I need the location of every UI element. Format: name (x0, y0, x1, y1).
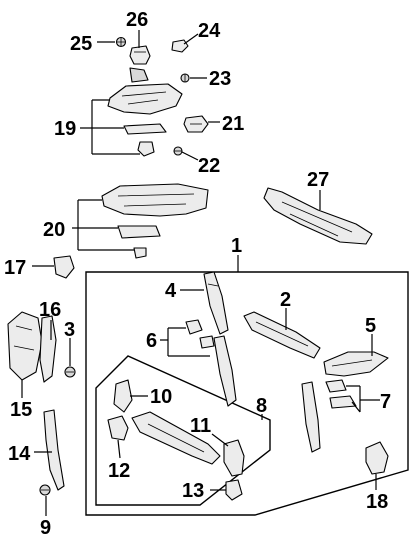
part-17-bracket (53, 255, 75, 279)
part-26-clip (129, 45, 151, 65)
callout-16: 16 (39, 299, 61, 321)
assembly-8-frame (95, 355, 271, 506)
callout-12: 12 (108, 460, 130, 482)
part-22-screw (173, 146, 183, 156)
callout-14: 14 (8, 443, 31, 465)
callout-22: 22 (198, 155, 220, 177)
callout-1: 1 (231, 235, 242, 257)
callout-15: 15 (10, 399, 32, 421)
part-6-brackets (185, 319, 215, 349)
callout-13: 13 (182, 480, 204, 502)
callout-11: 11 (190, 415, 211, 437)
part-7-brackets (301, 379, 357, 453)
part-19-cover-assembly (107, 67, 183, 157)
callout-5: 5 (365, 315, 376, 337)
part-18-bracket (365, 441, 389, 475)
callout-24: 24 (198, 20, 221, 42)
part-16-bracket (39, 315, 57, 383)
callout-labels: 26 25 24 23 19 21 22 27 20 1 17 4 2 16 5… (4, 9, 391, 539)
part-21-retainer (183, 115, 209, 133)
part-20-cover-assembly (101, 183, 209, 259)
part-10-bracket (113, 379, 133, 413)
callout-27: 27 (307, 169, 329, 191)
part-12-bracket (107, 415, 129, 441)
part-24-clip (171, 39, 189, 53)
callout-9: 9 (40, 517, 51, 539)
callout-21: 21 (222, 113, 244, 135)
callout-8: 8 (256, 395, 267, 417)
part-14-support (43, 409, 65, 491)
part-4-upper-support (203, 271, 229, 335)
part-11-bracket (223, 439, 245, 477)
callout-25: 25 (70, 33, 92, 55)
callout-20: 20 (43, 219, 65, 241)
callout-7: 7 (380, 391, 391, 413)
callout-2: 2 (280, 289, 291, 311)
part-25-screw (115, 36, 127, 48)
part-27-lower-cover (263, 187, 373, 245)
part-3-bolt (64, 366, 76, 378)
part-13-clip (225, 479, 243, 501)
callout-3: 3 (64, 319, 75, 341)
callout-6: 6 (146, 330, 157, 352)
assembly-1-frame (85, 271, 409, 516)
callout-10: 10 (150, 386, 172, 408)
callout-17: 17 (4, 257, 26, 279)
callout-26: 26 (126, 9, 148, 31)
part-lower-crossmember (131, 411, 221, 465)
part-2-radiator-support (243, 311, 321, 359)
callout-18: 18 (366, 491, 388, 513)
part-5-reinforcement (323, 351, 389, 377)
callout-23: 23 (209, 68, 231, 90)
part-9-bolt (39, 484, 51, 496)
leader-lines (21, 30, 380, 516)
part-23-bolt (180, 73, 190, 83)
callout-19: 19 (54, 118, 76, 140)
part-15-splash-shield (7, 311, 43, 381)
callout-4: 4 (165, 280, 177, 302)
part-side-member-left (213, 335, 237, 407)
